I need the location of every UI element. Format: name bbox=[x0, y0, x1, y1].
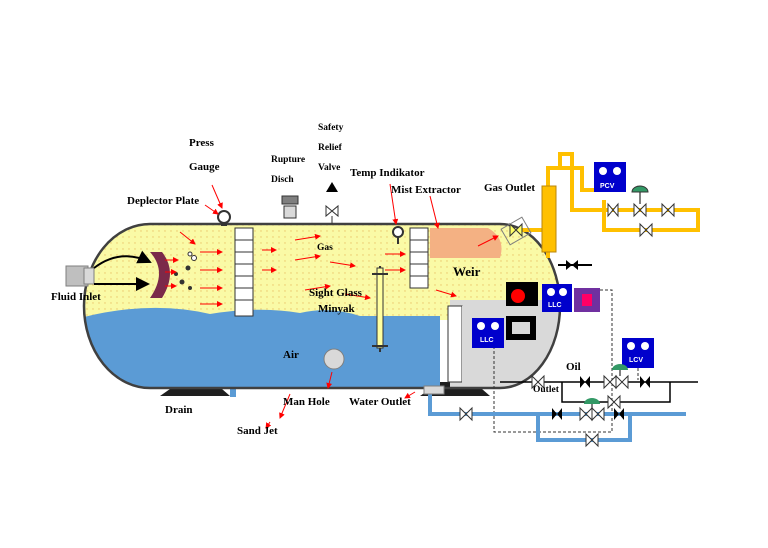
fluid-inlet-label: Fluid Inlet bbox=[51, 291, 101, 303]
gas-outlet-label: Gas Outlet bbox=[484, 182, 536, 194]
rupture-disch-label: Rupture bbox=[271, 155, 306, 165]
droplets bbox=[174, 251, 197, 290]
sight-glass-label: Sight Glass bbox=[309, 287, 362, 299]
lcv-controller: LCV bbox=[622, 338, 654, 368]
oil-outlet-label: Oil bbox=[566, 361, 581, 373]
water-outlet-label: Water Outlet bbox=[349, 396, 411, 408]
mist-extractor-label: Mist Extractor bbox=[391, 184, 461, 196]
flow-arrows bbox=[165, 231, 499, 307]
oil-outlet-label-line2: Outlet bbox=[533, 385, 559, 395]
pcv-valves bbox=[607, 185, 675, 238]
safety-relief-label-line2: Relief bbox=[318, 143, 342, 153]
sight-glass-icon bbox=[372, 266, 388, 352]
rupture-disch-label-line2: Disch bbox=[271, 175, 294, 185]
safety-relief-label: Safety bbox=[318, 123, 344, 133]
air-label: Air bbox=[283, 349, 299, 361]
lcv-label: LCV bbox=[629, 357, 643, 364]
press-gauge-icon bbox=[217, 210, 231, 224]
sand-jet-label: Sand Jet bbox=[237, 425, 278, 437]
safety-relief-label-line3: Valve bbox=[318, 163, 341, 173]
man-hole-icon bbox=[323, 348, 345, 370]
water-outlet-nozzle bbox=[423, 385, 445, 395]
weir-plate bbox=[447, 305, 463, 383]
minyak-label: Minyak bbox=[318, 303, 355, 315]
llc-upper-label: LLC bbox=[548, 302, 562, 309]
drain-label: Drain bbox=[165, 404, 193, 416]
mist-extractor-pad bbox=[430, 228, 502, 258]
safety-valve-icon bbox=[326, 182, 338, 192]
man-hole-label: Man Hole bbox=[283, 396, 330, 408]
gas-outlet-valve bbox=[509, 222, 523, 238]
oil-interface bbox=[84, 307, 440, 388]
inlet-arrow bbox=[93, 250, 152, 269]
vessel-shell bbox=[82, 222, 562, 390]
llc-upper-controller: LLC bbox=[542, 284, 600, 312]
water-outlet-piping bbox=[428, 392, 686, 448]
llc-lower-label: LLC bbox=[480, 337, 494, 344]
press-gauge-label-line2: Gauge bbox=[189, 161, 220, 173]
signal-lines bbox=[493, 289, 639, 433]
temp-indicator-icon bbox=[392, 226, 404, 238]
deplector-plate-label: Deplector Plate bbox=[127, 195, 200, 207]
drain-stub bbox=[230, 388, 236, 397]
baffle-plate bbox=[234, 227, 254, 317]
gas-scrubber bbox=[541, 185, 557, 253]
press-gauge-label: Press bbox=[189, 137, 214, 149]
oil-outlet-piping bbox=[500, 364, 698, 410]
llc-lower-controller: LLC bbox=[472, 318, 504, 348]
rupture-disc-icon bbox=[281, 195, 299, 205]
pcv-controller: PCV bbox=[594, 162, 626, 192]
weir-label: Weir bbox=[453, 264, 481, 279]
gas-label: Gas bbox=[317, 243, 333, 253]
label-pointers bbox=[204, 183, 440, 429]
pcv-label: PCV bbox=[600, 183, 615, 190]
temp-indikator-label: Temp Indikator bbox=[350, 167, 425, 179]
mist-extractor-plate bbox=[409, 227, 429, 289]
